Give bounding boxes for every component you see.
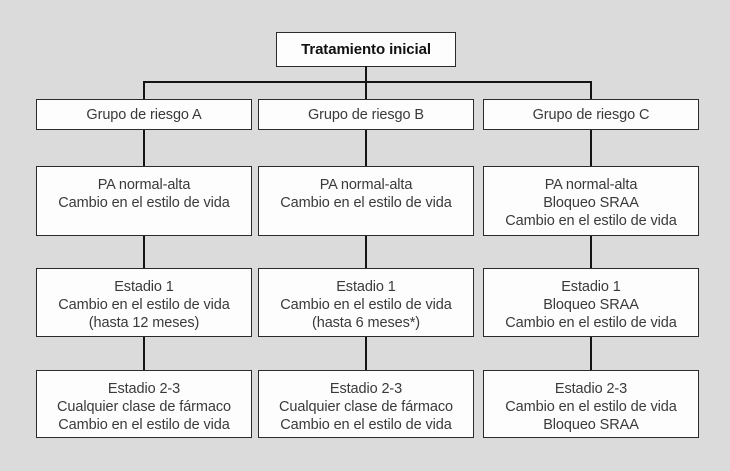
connector-a-gap3: [143, 335, 145, 372]
connector-root-drop: [365, 66, 367, 83]
connector-drop-group-b: [365, 81, 367, 100]
node-line: Bloqueo SRAA: [543, 195, 639, 211]
connector-a-gap1: [143, 128, 145, 168]
node-line: (hasta 6 meses*): [312, 315, 420, 331]
connector-c-gap2: [590, 234, 592, 270]
node-grupo-riesgo-c: Grupo de riesgo C: [483, 99, 699, 130]
node-c-pa-normal-alta: PA normal-alta Bloqueo SRAA Cambio en el…: [483, 166, 699, 236]
node-line: Cambio en el estilo de vida: [58, 195, 230, 211]
node-line: Estadio 2-3: [107, 381, 181, 397]
node-line: Cambio en el estilo de vida: [505, 315, 677, 331]
node-b-estadio-1: Estadio 1 Cambio en el estilo de vida (h…: [258, 268, 474, 337]
connector-c-gap1: [590, 128, 592, 168]
node-c-estadio-2-3: Estadio 2-3 Cambio en el estilo de vida …: [483, 370, 699, 438]
node-line: (hasta 12 meses): [88, 315, 200, 331]
connector-a-gap2: [143, 234, 145, 270]
node-line: PA normal-alta: [319, 177, 413, 193]
node-line: Estadio 1: [114, 279, 174, 295]
node-line: Cambio en el estilo de vida: [58, 297, 230, 313]
node-a-estadio-1: Estadio 1 Cambio en el estilo de vida (h…: [36, 268, 252, 337]
connector-b-gap1: [365, 128, 367, 168]
connector-branch-horizontal: [143, 81, 592, 83]
node-line: Cualquier clase de fármaco: [57, 399, 231, 415]
node-c-estadio-1: Estadio 1 Bloqueo SRAA Cambio en el esti…: [483, 268, 699, 337]
node-tratamiento-inicial: Tratamiento inicial: [276, 32, 456, 67]
node-b-estadio-2-3: Estadio 2-3 Cualquier clase de fármaco C…: [258, 370, 474, 438]
node-grupo-riesgo-a: Grupo de riesgo A: [36, 99, 252, 130]
node-grupo-riesgo-b: Grupo de riesgo B: [258, 99, 474, 130]
connector-c-gap3: [590, 335, 592, 372]
node-line: Bloqueo SRAA: [543, 417, 639, 433]
connector-drop-group-a: [143, 81, 145, 100]
node-b-pa-normal-alta: PA normal-alta Cambio en el estilo de vi…: [258, 166, 474, 236]
node-grupo-riesgo-a-label: Grupo de riesgo A: [86, 106, 202, 123]
connector-drop-group-c: [590, 81, 592, 100]
node-a-estadio-2-3: Estadio 2-3 Cualquier clase de fármaco C…: [36, 370, 252, 438]
node-line: Cualquier clase de fármaco: [279, 399, 453, 415]
connector-b-gap3: [365, 335, 367, 372]
node-tratamiento-inicial-label: Tratamiento inicial: [301, 40, 431, 58]
node-line: Estadio 2-3: [329, 381, 403, 397]
node-line: Estadio 1: [561, 279, 621, 295]
node-grupo-riesgo-c-label: Grupo de riesgo C: [532, 106, 650, 123]
node-line: Bloqueo SRAA: [543, 297, 639, 313]
node-line: Cambio en el estilo de vida: [58, 417, 230, 433]
node-a-pa-normal-alta: PA normal-alta Cambio en el estilo de vi…: [36, 166, 252, 236]
connector-b-gap2: [365, 234, 367, 270]
node-line: Cambio en el estilo de vida: [505, 213, 677, 229]
node-grupo-riesgo-b-label: Grupo de riesgo B: [308, 106, 424, 123]
node-line: Estadio 1: [336, 279, 396, 295]
node-line: Cambio en el estilo de vida: [280, 417, 452, 433]
node-line: Cambio en el estilo de vida: [280, 195, 452, 211]
node-line: PA normal-alta: [544, 177, 638, 193]
node-line: Cambio en el estilo de vida: [505, 399, 677, 415]
node-line: Estadio 2-3: [554, 381, 628, 397]
node-line: PA normal-alta: [97, 177, 191, 193]
node-line: Cambio en el estilo de vida: [280, 297, 452, 313]
